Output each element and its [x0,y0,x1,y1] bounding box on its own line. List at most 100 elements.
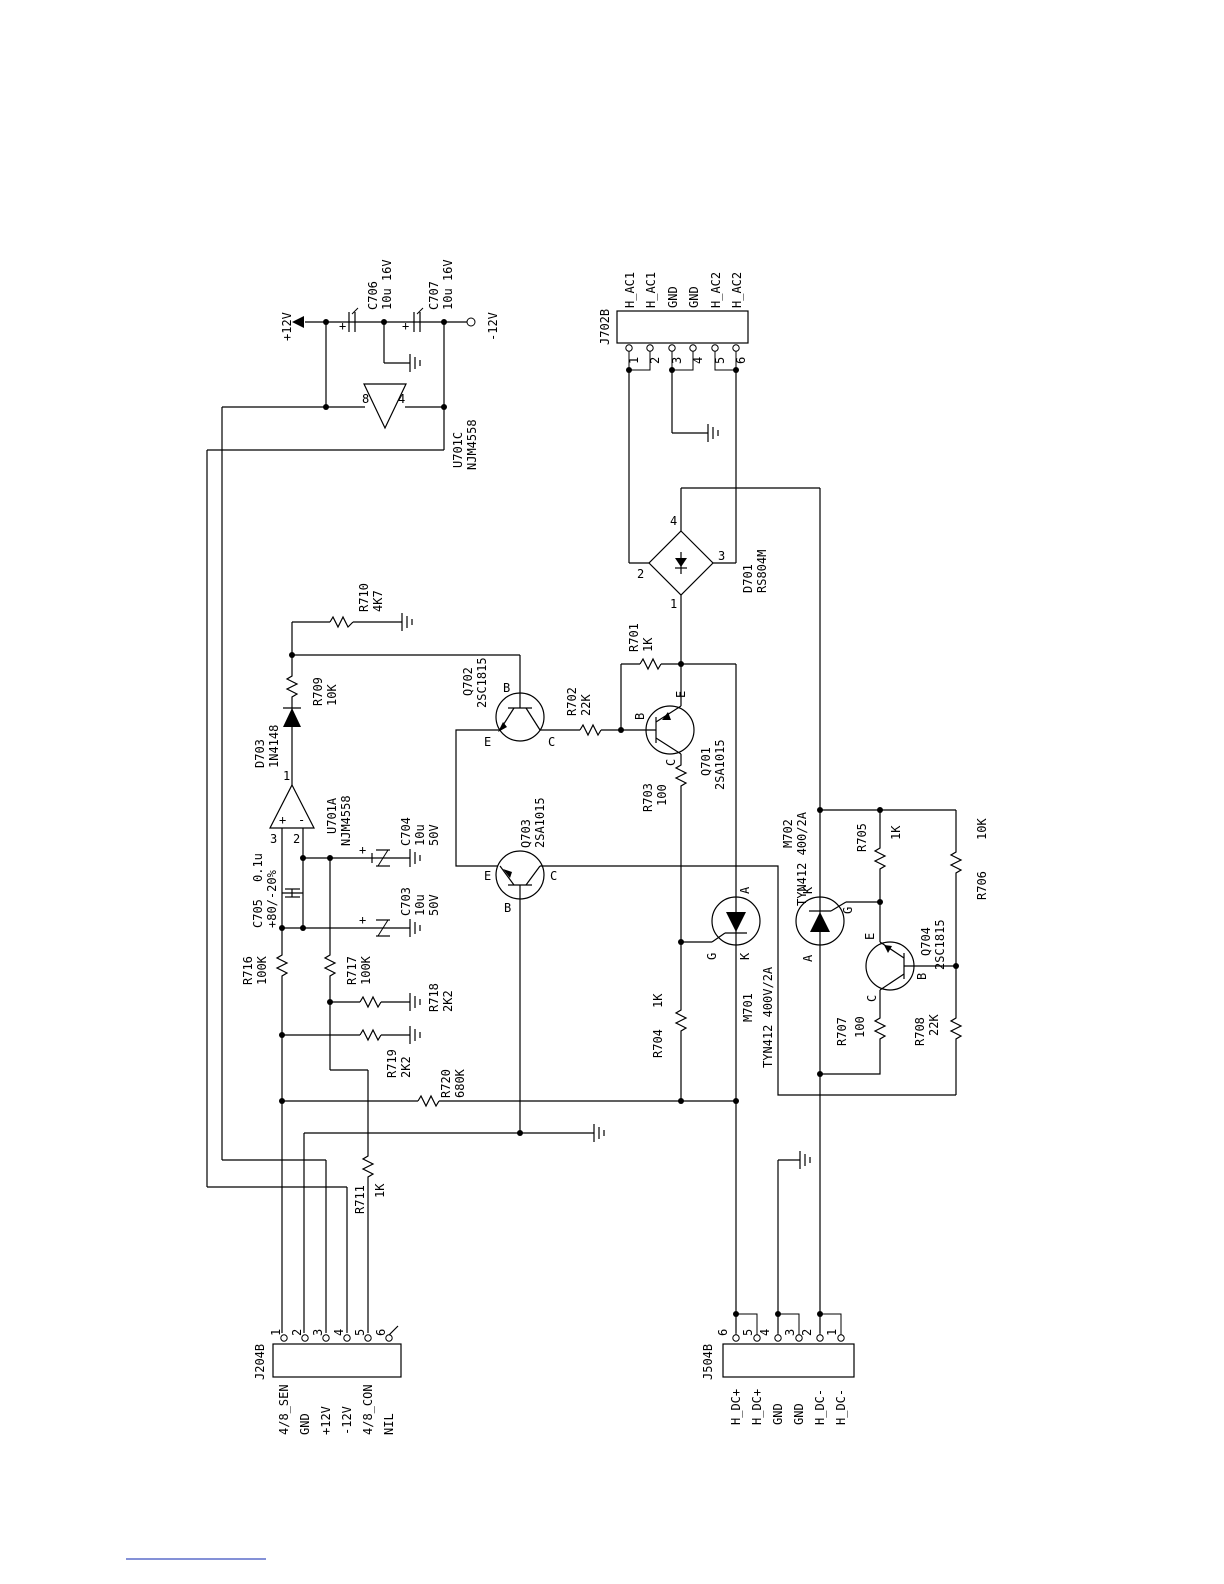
svg-text:GND: GND [298,1413,312,1435]
svg-text:C: C [548,735,555,749]
svg-text:4/8_CON: 4/8_CON [361,1384,375,1435]
ground-icon [707,424,719,442]
c705-value: 0.1u [251,853,265,882]
svg-text:+: + [359,843,366,857]
svg-text:3: 3 [783,1329,797,1336]
d701-ref: D701 [741,564,755,593]
r711-resistor: R711 1K [353,1070,387,1333]
svg-text:2: 2 [293,832,300,846]
r702-resistor: R702 22K [565,687,621,737]
svg-text:3: 3 [270,832,277,846]
r720-value: 680K [453,1068,467,1098]
svg-text:5: 5 [713,357,727,364]
svg-text:+: + [339,319,346,333]
svg-text:B: B [504,901,511,915]
r709-value: 10K [325,684,339,706]
r706-resistor: R706 10K [949,810,989,966]
d703-diode: D703 1N4148 [253,707,301,785]
r701-resistor: R701 1K [627,623,736,671]
r710-resistor: R710 4K7 [292,583,402,629]
svg-text:4: 4 [398,392,405,406]
d703-ref: D703 [253,739,267,768]
r717-resistor: R717 100K [323,858,373,1070]
u701c-part: NJM4558 [465,419,479,470]
svg-text:6: 6 [374,1329,388,1336]
r704-value: 1K [651,993,665,1008]
svg-text:3: 3 [670,357,684,364]
q701-transistor: B E C Q701 2SA1015 [621,664,727,790]
r708-resistor: R708 22K [913,966,963,1095]
svg-text:B: B [503,681,510,695]
r716-resistor: R716 100K [241,928,289,1035]
svg-text:G: G [841,907,855,914]
r710-ref: R710 [357,583,371,612]
c704-capacitor: + C704 10u 50V [359,817,441,867]
svg-text:E: E [484,735,491,749]
q702-part: 2SC1815 [475,657,489,708]
svg-text:A: A [738,886,752,894]
u701c-opamp-supply: 8 4 U701C NJM4558 [326,383,479,470]
q704-transistor: E B C Q704 2SC1815 [863,902,956,1002]
m702-scr: K A G M702 TYN412 400/2A [781,811,880,962]
r711-value: 1K [373,1183,387,1198]
r707-resistor: R707 100 [820,990,887,1075]
c707-value: 10u 16V [441,259,455,310]
svg-text:H_DC+: H_DC+ [750,1389,764,1425]
r718-resistor: R718 2K2 [330,983,455,1012]
q703-transistor: E C B Q703 2SA1015 [484,797,557,915]
r707-ref: R707 [835,1017,849,1046]
d701-bridge-rectifier: 4 2 3 1 D701 RS804M [637,514,769,611]
svg-text:4/8_SEN: 4/8_SEN [277,1384,291,1435]
svg-text:GND: GND [687,286,701,308]
m701-part: TYN412 400V/2A [761,966,775,1068]
r716-ref: R716 [241,956,255,985]
r703-ref: R703 [641,783,655,812]
c704-ref: C704 [399,817,413,846]
r720-ref: R720 [439,1069,453,1098]
r708-value: 22K [927,1014,941,1036]
r701-ref: R701 [627,623,641,652]
svg-text:+: + [359,913,366,927]
m702-ref: M702 [781,819,795,848]
ground-icon [409,993,421,1011]
r706-ref: R706 [975,871,989,900]
r716-value: 100K [255,955,269,985]
c707-capacitor: + C707 10u 16V [402,259,455,333]
c704-value: 10u [413,824,427,846]
ground-icon [409,1026,421,1044]
svg-text:2: 2 [637,567,644,581]
plus12v-label: +12V [280,312,294,341]
d701-part: RS804M [755,550,769,593]
c703-volt: 50V [427,894,441,916]
ground-icon [799,1151,811,1169]
svg-text:H_DC-: H_DC- [834,1389,848,1425]
r717-value: 100K [359,955,373,985]
c703-value: 10u [413,894,427,916]
j702b-ref: J702B [598,309,612,345]
svg-text:GND: GND [792,1403,806,1425]
u701a-opamp: 1 + - 3 2 U701A NJM4558 [269,769,353,846]
svg-text:H_AC2: H_AC2 [709,272,723,308]
r703-value: 100 [655,784,669,806]
svg-text:NIL: NIL [382,1413,396,1435]
q701-ref: Q701 [699,747,713,776]
r710-value: 4K7 [371,590,385,612]
j204b-ref: J204B [253,1344,267,1380]
svg-text:H_DC+: H_DC+ [729,1389,743,1425]
j702b-connector: J702B H_AC1 H_AC1 GND GND H_AC2 H_AC2 1 … [598,272,749,564]
q701-part: 2SA1015 [713,739,727,790]
svg-text:4: 4 [758,1329,772,1336]
c706-ref: C706 [366,281,380,310]
svg-text:B: B [633,713,647,720]
svg-text:2: 2 [800,1329,814,1336]
r704-ref: R704 [651,1029,665,1058]
r702-ref: R702 [565,687,579,716]
c703-ref: C703 [399,887,413,916]
svg-text:E: E [484,869,491,883]
r707-value: 100 [853,1016,867,1038]
svg-text:5: 5 [353,1329,367,1336]
ground-icon [409,849,421,867]
svg-text:5: 5 [741,1329,755,1336]
c705-ref: C705 [251,899,265,928]
